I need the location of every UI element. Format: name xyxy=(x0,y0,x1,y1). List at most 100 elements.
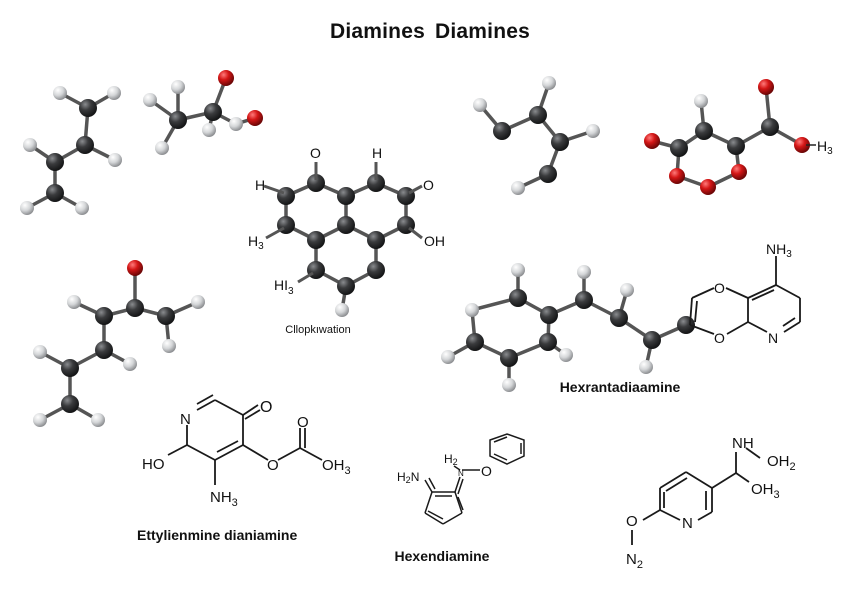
carbon-atom xyxy=(575,291,593,309)
hydrogen-atom xyxy=(639,360,653,374)
carbon-atom xyxy=(169,111,187,129)
carbon-atom xyxy=(46,153,64,171)
hydrogen-atom xyxy=(577,265,591,279)
carbon-atom xyxy=(466,333,484,351)
hydrogen-atom xyxy=(75,201,89,215)
oxygen-atom xyxy=(731,164,747,180)
carbon-atom xyxy=(79,99,97,117)
fused-ring-labels: O H H O H3 OH HI3 xyxy=(248,145,445,297)
hydrogen-atom xyxy=(20,201,34,215)
carbon-atom xyxy=(95,307,113,325)
atom-label: H3 xyxy=(817,138,833,157)
atom-label: N xyxy=(768,330,778,346)
atom-label: N2 xyxy=(626,551,643,571)
caption-fused-ring: Cllopkıwation xyxy=(285,324,350,336)
caption-chain-ring: Hexrantadiaamine xyxy=(560,379,681,395)
hydrogen-atom xyxy=(202,123,216,137)
hydrogen-atom xyxy=(694,94,708,108)
carbon-atom xyxy=(610,309,628,327)
molecule-propenyl-ball xyxy=(473,76,600,195)
chain-ring-skeletal xyxy=(689,256,801,335)
hydrogen-atom xyxy=(143,93,157,107)
carbon-atom xyxy=(337,216,355,234)
hydrogen-atom xyxy=(108,153,122,167)
oxygen-atom xyxy=(127,260,143,276)
atom-label: H xyxy=(372,145,382,161)
hydrogen-atom xyxy=(171,80,185,94)
molecule-heptadienone-ball xyxy=(33,260,205,427)
atom-label: O xyxy=(481,463,492,479)
atom-label: H xyxy=(255,177,265,193)
oxygen-atom xyxy=(794,137,810,153)
cyclopentadiene-skeletal xyxy=(424,433,525,525)
oxygen-atom xyxy=(758,79,774,95)
carbon-atom xyxy=(61,359,79,377)
oxygen-atom xyxy=(218,70,234,86)
hydrogen-atom xyxy=(502,378,516,392)
oxygen-atom xyxy=(700,179,716,195)
hydrogen-atom xyxy=(162,339,176,353)
carbon-atom xyxy=(539,165,557,183)
atom-label: N xyxy=(180,411,191,428)
atom-label: O xyxy=(297,414,309,431)
atom-label: O xyxy=(260,399,272,416)
oxygen-atom xyxy=(247,110,263,126)
hydrogen-atom xyxy=(67,295,81,309)
carbon-atom xyxy=(529,106,547,124)
pyridine-one-skeletal xyxy=(167,394,323,485)
molecule-propanoic-ball xyxy=(143,70,263,155)
carbon-atom xyxy=(551,133,569,151)
carbon-atom xyxy=(46,184,64,202)
oxygen-atom xyxy=(644,133,660,149)
hydrogen-atom xyxy=(229,117,243,131)
carbon-atom xyxy=(367,261,385,279)
atom-label: NH xyxy=(732,435,754,452)
atom-label: O xyxy=(714,280,725,296)
ball-and-stick-models xyxy=(20,70,810,427)
carbon-atom xyxy=(367,174,385,192)
molecule-fused-ring-ball xyxy=(277,174,415,317)
carbon-atom xyxy=(539,333,557,351)
atom-label: OH xyxy=(424,233,445,249)
carbon-atom xyxy=(95,341,113,359)
hydrogen-atom xyxy=(473,98,487,112)
atom-label: N xyxy=(458,469,464,478)
hydrogen-atom xyxy=(465,303,479,317)
carbon-atom xyxy=(126,299,144,317)
hydrogen-atom xyxy=(542,76,556,90)
atom-label: OH2 xyxy=(767,453,796,473)
atom-label: NH3 xyxy=(766,241,792,260)
carbon-atom xyxy=(76,136,94,154)
caption-pyridine-one: Ettylienmine dianiamine xyxy=(137,527,297,543)
carbon-atom xyxy=(367,231,385,249)
hydrogen-atom xyxy=(511,263,525,277)
atom-label: N xyxy=(682,515,693,532)
hydrogen-atom xyxy=(559,348,573,362)
hydrogen-atom xyxy=(511,181,525,195)
hydrogen-atom xyxy=(586,124,600,138)
hydrogen-atom xyxy=(620,283,634,297)
hydrogen-atom xyxy=(33,413,47,427)
atom-label: O xyxy=(626,513,638,530)
hydrogen-atom xyxy=(191,295,205,309)
hydrogen-atom xyxy=(155,141,169,155)
carbon-atom xyxy=(727,137,745,155)
atom-label: HI3 xyxy=(274,277,294,297)
hydrogen-atom xyxy=(123,357,137,371)
hydrogen-atom xyxy=(53,86,67,100)
atom-label: H2 xyxy=(444,452,458,467)
carbon-atom xyxy=(157,307,175,325)
molecule-phenyl-chain-ball xyxy=(441,263,695,392)
carbon-atom xyxy=(500,349,518,367)
carbon-atom xyxy=(670,139,688,157)
molecule-butadiene-ball xyxy=(20,86,122,215)
atom-label: H3 xyxy=(248,233,264,252)
carbon-atom xyxy=(337,277,355,295)
atom-label: O xyxy=(310,145,321,161)
hydrogen-atom xyxy=(23,138,37,152)
carbon-atom xyxy=(761,118,779,136)
atom-label: HO xyxy=(142,456,165,473)
carbon-atom xyxy=(695,122,713,140)
atom-label: O xyxy=(267,457,279,474)
